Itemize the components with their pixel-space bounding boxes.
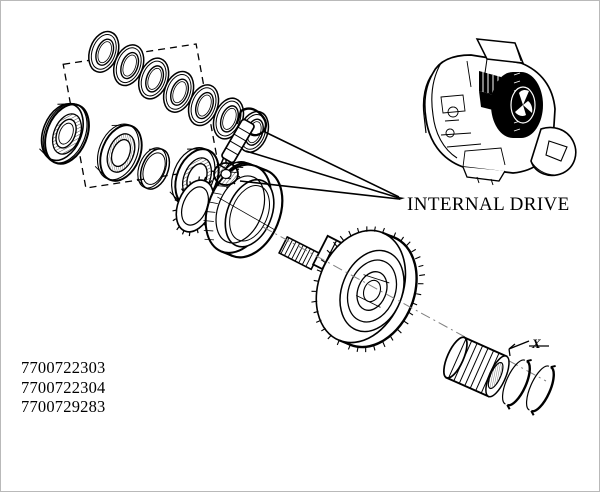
callout-parts-group [211,107,405,200]
circlip-2 [525,364,556,416]
part-number-list: 7700722303 7700722304 7700729283 [21,358,106,417]
dimension-x-label: X [532,336,541,351]
dimension-x-leader [508,340,549,357]
internal-drive-gear-highlight [491,72,543,138]
thin-spacer-ring [136,147,171,190]
part-number-1: 7700722303 [21,358,106,377]
bearing-outer-race [39,102,90,165]
gearbox-housing-inset [422,38,577,186]
splined-hub-with-circlips [443,336,556,416]
leader-lines [239,130,400,200]
output-shaft-with-crown-gear [262,226,547,382]
helical-gear-ring [203,163,284,259]
bearing-with-cage [94,123,143,182]
part-number-2: 7700722304 [21,377,106,397]
part-number-3: 7700729283 [21,397,106,416]
crown-gear [311,226,426,353]
bearing-and-synchro-row [39,102,284,259]
circlip-1 [501,358,532,410]
pinion-gear [211,160,241,188]
splined-hub [443,336,510,398]
internal-drive-label: INTERNAL DRIVE [407,194,570,215]
leader-arrowhead [399,197,405,200]
